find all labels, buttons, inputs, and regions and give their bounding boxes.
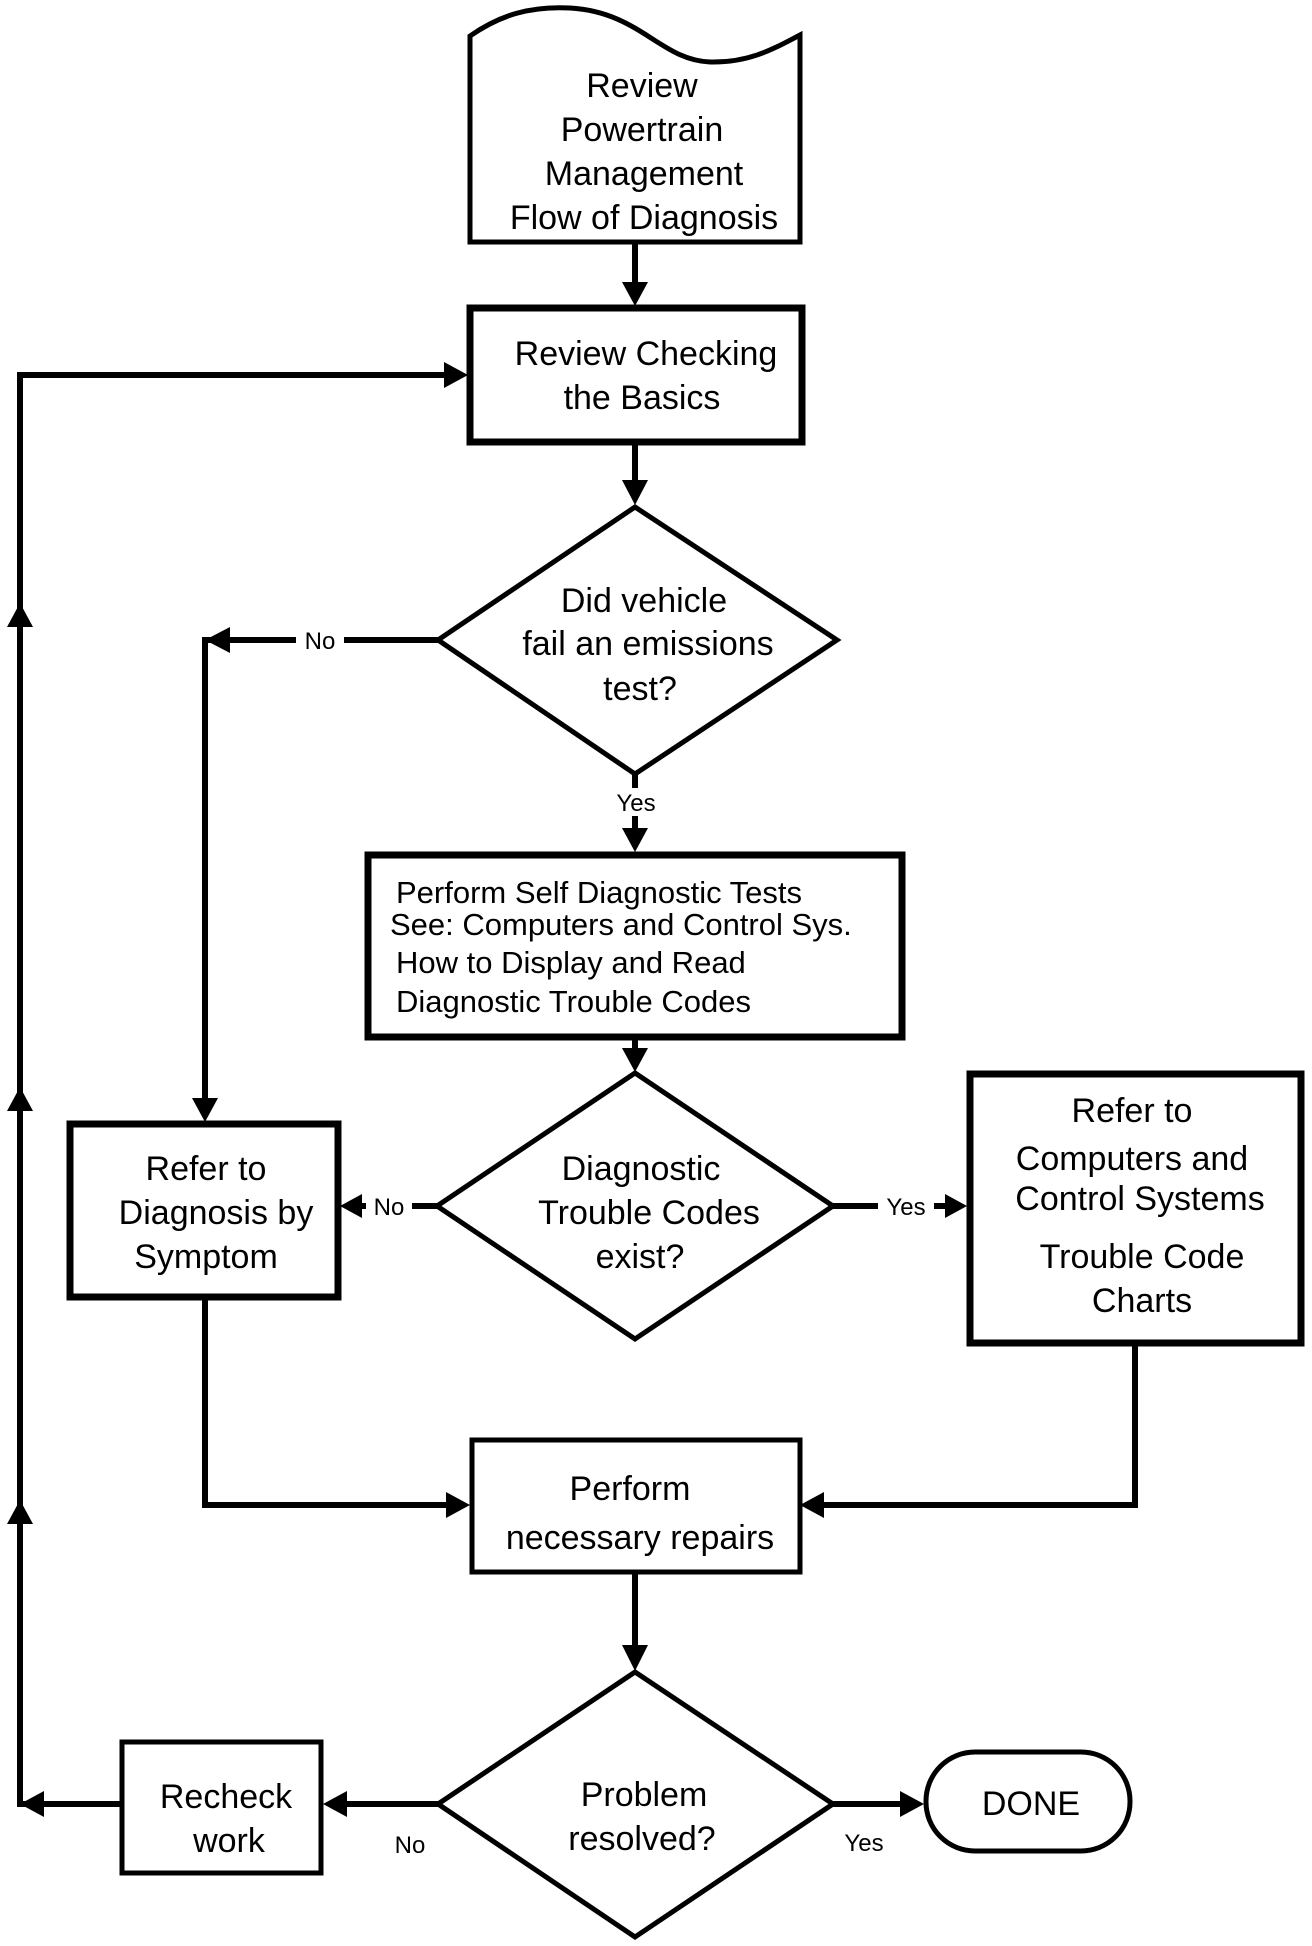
node-resolved-line: resolved? — [568, 1820, 715, 1858]
node-dtc-exist-line: Diagnostic — [562, 1150, 721, 1188]
arrow-head-up-icon — [7, 1087, 33, 1111]
node-repairs: Perform necessary repairs — [469, 1437, 803, 1575]
node-recheck-line: work — [192, 1822, 266, 1860]
node-code-charts-line: Control Systems — [1015, 1180, 1264, 1218]
arrow-head-right-icon — [900, 1791, 924, 1817]
node-self-diag-line: Perform Self Diagnostic Tests — [396, 875, 802, 910]
edge-symptom-repairs — [202, 1297, 448, 1508]
node-code-charts-line: Trouble Code — [1040, 1238, 1245, 1276]
label-dtc-no: No — [374, 1194, 405, 1221]
node-basics-line: the Basics — [564, 379, 721, 417]
node-recheck: Recheck work — [119, 1739, 324, 1876]
label-emissions-no: No — [305, 628, 336, 655]
arrow-head-right-icon — [444, 362, 468, 388]
node-symptom: Refer to Diagnosis by Symptom — [66, 1120, 342, 1301]
edge-charts-repairs — [822, 1343, 1138, 1508]
edge-recheck-basics-loop — [17, 372, 446, 1807]
node-emissions: Did vehicle fail an emissions test? — [433, 503, 842, 778]
edge-labels: No Yes No Yes No Yes — [296, 626, 934, 1859]
node-code-charts: Refer to Computers and Control Systems T… — [966, 1070, 1305, 1347]
arrow-head-down-icon — [192, 1098, 218, 1122]
node-repairs-line: Perform — [570, 1470, 691, 1508]
node-emissions-line: test? — [603, 670, 677, 708]
node-recheck-line: Recheck — [160, 1778, 293, 1816]
node-symptom-line: Symptom — [134, 1238, 278, 1276]
label-resolved-yes: Yes — [844, 1830, 883, 1857]
node-start-line: Management — [545, 155, 744, 193]
label-dtc-yes: Yes — [886, 1194, 925, 1221]
arrow-head-right-icon — [945, 1194, 967, 1218]
node-start-line: Powertrain — [561, 111, 724, 149]
node-resolved-line: Problem — [581, 1776, 708, 1814]
node-emissions-line: fail an emissions — [522, 625, 773, 663]
arrow-head-left-icon — [323, 1791, 347, 1817]
arrow-head-down-icon — [622, 480, 648, 505]
node-basics: Review Checking the Basics — [466, 304, 806, 446]
node-repairs-line: necessary repairs — [506, 1519, 774, 1557]
document-shape — [467, 5, 803, 245]
arrow-head-up-icon — [7, 1500, 33, 1524]
node-dtc-exist-line: Trouble Codes — [538, 1194, 760, 1232]
arrow-head-down-icon — [622, 828, 648, 852]
node-emissions-line: Did vehicle — [561, 582, 727, 620]
node-symptom-line: Refer to — [146, 1150, 267, 1188]
node-done: DONE — [923, 1749, 1133, 1854]
node-self-diag: Perform Self Diagnostic Tests See: Compu… — [364, 851, 906, 1041]
node-dtc-exist-line: exist? — [596, 1238, 685, 1276]
node-dtc-exist: Diagnostic Trouble Codes exist? — [432, 1069, 838, 1343]
node-code-charts-line: Refer to — [1072, 1092, 1193, 1130]
node-resolved: Problem resolved? — [433, 1668, 838, 1941]
node-self-diag-line: See: Computers and Control Sys. — [390, 907, 852, 942]
node-self-diag-line: How to Display and Read — [396, 945, 746, 980]
node-start-line: Review — [586, 67, 698, 105]
arrow-head-right-icon — [446, 1492, 470, 1518]
node-self-diag-line: Diagnostic Trouble Codes — [396, 984, 751, 1019]
arrow-head-up-icon — [7, 603, 33, 627]
arrow-head-left-icon — [20, 1791, 44, 1817]
arrow-head-down-icon — [622, 1048, 648, 1072]
label-emissions-yes: Yes — [616, 790, 655, 817]
arrow-head-left-icon — [800, 1492, 824, 1518]
arrow-head-down-icon — [622, 282, 648, 306]
node-code-charts-line: Charts — [1092, 1282, 1192, 1320]
node-symptom-line: Diagnosis by — [119, 1194, 314, 1232]
label-resolved-no: No — [395, 1832, 426, 1859]
node-start: Review Powertrain Management Flow of Dia… — [467, 5, 803, 245]
node-code-charts-line: Computers and — [1016, 1140, 1248, 1178]
arrow-head-down-icon — [622, 1645, 648, 1671]
node-start-line: Flow of Diagnosis — [510, 199, 778, 237]
node-done-label: DONE — [982, 1785, 1080, 1823]
node-basics-line: Review Checking — [515, 335, 778, 373]
arrow-head-left-icon — [340, 1194, 362, 1218]
arrow-head-left-icon — [205, 627, 230, 653]
